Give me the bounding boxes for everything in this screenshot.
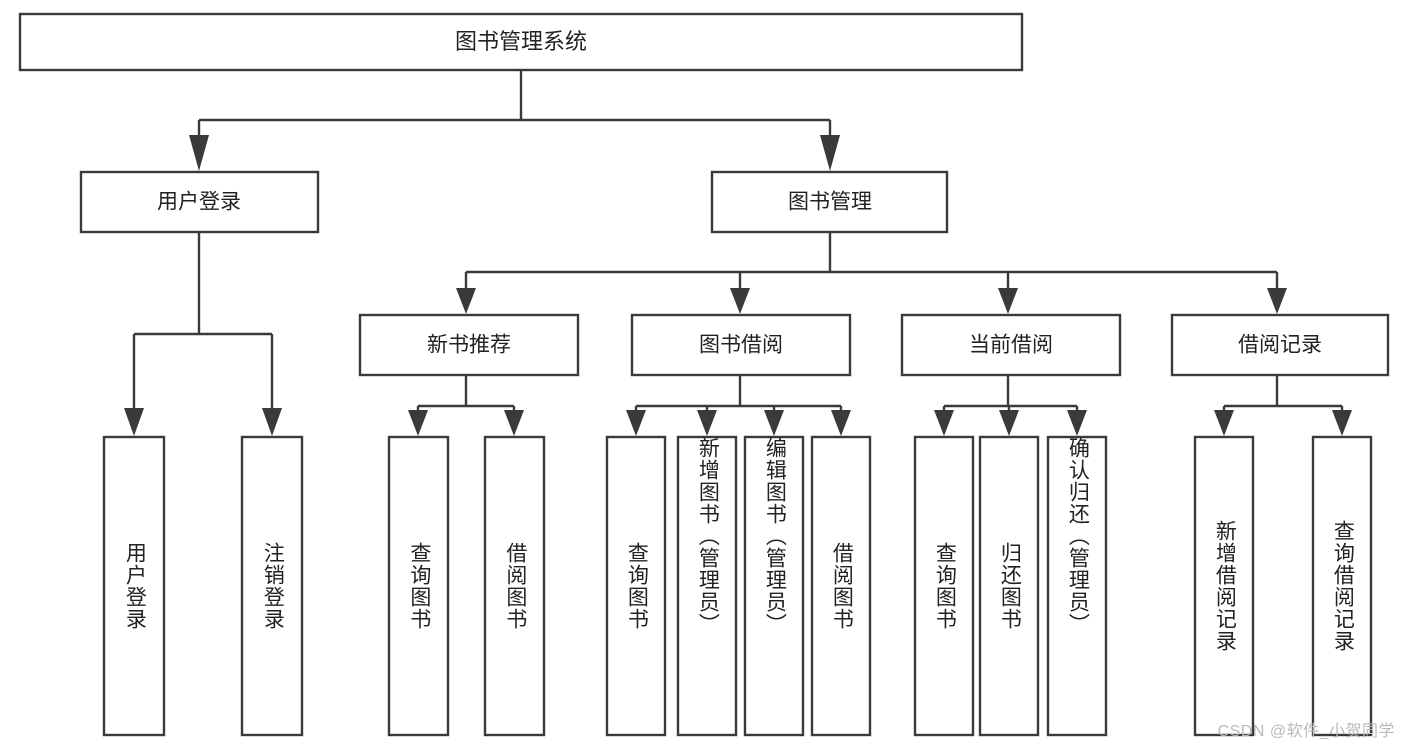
arrow-icon-book-mgmt: [820, 135, 840, 171]
arrow-icon-newbook-leaf-2: [504, 410, 524, 436]
arrow-icon-newbook: [456, 288, 476, 314]
node-current-borrow[interactable]: 当前借阅: [900, 313, 1122, 377]
node-root[interactable]: 图书管理系统: [18, 12, 1024, 72]
node-current-borrow-label: 当前借阅: [969, 334, 1053, 357]
leaf-box-edit-book[interactable]: [743, 435, 805, 737]
leaf-box-add-record[interactable]: [1193, 435, 1255, 737]
arrow-icon-borrow-leaf-4: [831, 410, 851, 436]
arrow-icon-newbook-leaf-1: [408, 410, 428, 436]
leaf-box-return-book[interactable]: [978, 435, 1040, 737]
leaf-box-query-book-1[interactable]: [387, 435, 450, 737]
node-book-borrow[interactable]: 图书借阅: [630, 313, 852, 377]
arrow-icon-borrow-leaf-2: [697, 410, 717, 436]
node-user-login-label: 用户登录: [157, 191, 241, 214]
node-book-borrow-box[interactable]: [630, 313, 852, 377]
leaf-box-add-book[interactable]: [676, 435, 738, 737]
connector-layer: [124, 70, 1352, 436]
leaf-box-borrow-book-2[interactable]: [810, 435, 872, 737]
node-user-login[interactable]: 用户登录: [79, 170, 320, 234]
node-borrow-record-box[interactable]: [1170, 313, 1390, 377]
arrow-icon-current-leaf-1: [934, 410, 954, 436]
arrow-icon-record-leaf-2: [1332, 410, 1352, 436]
node-book-management-label: 图书管理: [788, 191, 872, 214]
node-book-borrow-label: 图书借阅: [699, 334, 783, 357]
leaf-box-layer: [102, 435, 1373, 737]
arrow-icon-user-login: [189, 135, 209, 171]
node-borrow-record-label: 借阅记录: [1238, 334, 1322, 357]
node-user-login-box[interactable]: [79, 170, 320, 234]
watermark: CSDN @软件_小贺同学: [1217, 723, 1395, 740]
arrow-icon-record: [1267, 288, 1287, 314]
node-new-book-recommend[interactable]: 新书推荐: [358, 313, 580, 377]
node-current-borrow-box[interactable]: [900, 313, 1122, 377]
leaf-box-user-login[interactable]: [102, 435, 166, 737]
arrow-icon-current: [998, 288, 1018, 314]
leaf-box-borrow-book-1[interactable]: [483, 435, 546, 737]
node-new-book-recommend-box[interactable]: [358, 313, 580, 377]
leaf-box-logout[interactable]: [240, 435, 304, 737]
arrow-icon-current-leaf-2: [999, 410, 1019, 436]
arrow-icon-current-leaf-3: [1067, 410, 1087, 436]
arrow-icon-leaf-user-login: [124, 408, 144, 436]
leaf-box-query-record[interactable]: [1311, 435, 1373, 737]
arrow-icon-record-leaf-1: [1214, 410, 1234, 436]
node-book-management-box[interactable]: [710, 170, 949, 234]
arrow-icon-leaf-logout: [262, 408, 282, 436]
node-book-management[interactable]: 图书管理: [710, 170, 949, 234]
leaf-box-query-book-3[interactable]: [913, 435, 975, 737]
leaf-box-query-book-2[interactable]: [605, 435, 667, 737]
node-root-label: 图书管理系统: [455, 29, 587, 54]
node-borrow-record[interactable]: 借阅记录: [1170, 313, 1390, 377]
leaf-box-confirm-return[interactable]: [1046, 435, 1108, 737]
arrow-icon-borrow: [730, 288, 750, 314]
arrow-icon-borrow-leaf-3: [764, 410, 784, 436]
node-root-box[interactable]: [18, 12, 1024, 72]
node-new-book-recommend-label: 新书推荐: [427, 334, 511, 357]
arrow-icon-borrow-leaf-1: [626, 410, 646, 436]
